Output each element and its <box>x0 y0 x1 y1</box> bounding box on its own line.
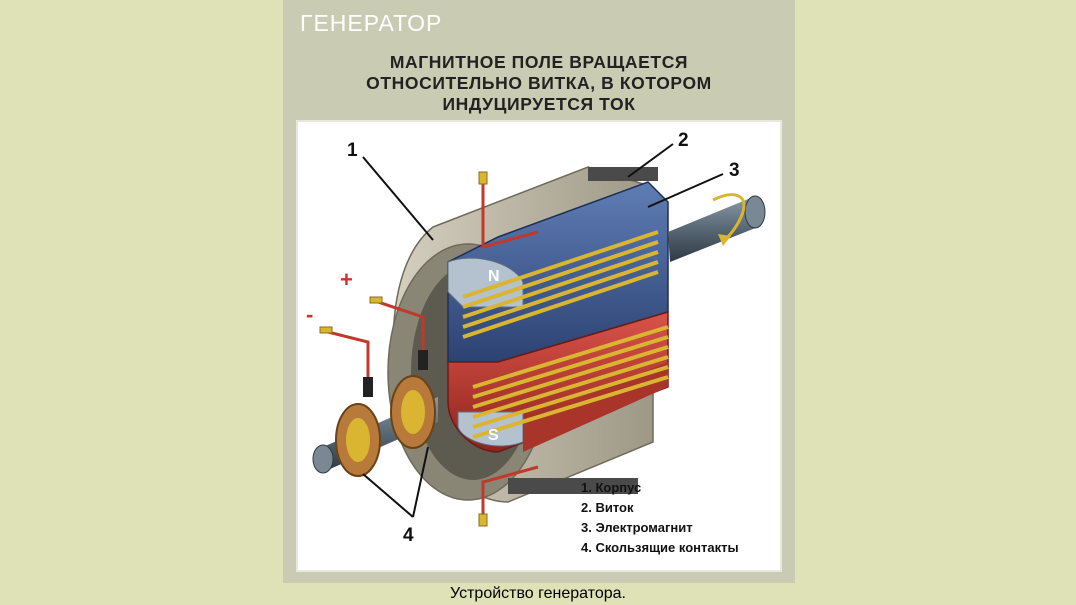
subtitle-line-3: ИНДУЦИРУЕТСЯ ТОК <box>442 94 636 114</box>
legend-item: 1. Корпус <box>581 480 642 495</box>
generator-panel: ГЕНЕРАТОР МАГНИТНОЕ ПОЛЕ ВРАЩАЕТСЯ ОТНОС… <box>283 0 795 583</box>
wire-terminals <box>319 171 488 527</box>
legend-item: 4. Скользящие контакты <box>581 540 739 555</box>
subtitle-line-2: ОТНОСИТЕЛЬНО ВИТКА, В КОТОРОМ <box>366 73 712 93</box>
wires <box>327 180 539 517</box>
subtitle-line-1: МАГНИТНОЕ ПОЛЕ ВРАЩАЕТСЯ <box>389 52 689 72</box>
callout-3: 3 <box>729 160 740 181</box>
callout-2: 2 <box>678 130 689 151</box>
callout-4: 4 <box>403 525 414 546</box>
slip-rings <box>335 350 436 477</box>
generator-diagram: 1 2 3 4 N S + - 1. Корпус 2. Виток 3. Эл… <box>296 120 782 572</box>
panel-subtitle: МАГНИТНОЕ ПОЛЕ ВРАЩАЕТСЯ ОТНОСИТЕЛЬНО ВИ… <box>283 52 795 115</box>
callout-1: 1 <box>347 140 358 161</box>
callout-leaders <box>362 143 724 518</box>
legend-item: 2. Виток <box>581 500 634 515</box>
legend-item: 3. Электромагнит <box>581 520 693 535</box>
terminal-minus-label: - <box>306 302 314 327</box>
generator-illustration <box>312 143 766 527</box>
winding-coils <box>462 230 669 439</box>
north-pole-label: N <box>488 268 500 285</box>
south-pole-label: S <box>488 427 499 444</box>
panel-title: ГЕНЕРАТОР <box>300 10 443 36</box>
terminal-plus-label: + <box>340 267 353 292</box>
figure-caption: Устройство генератора. <box>450 585 626 602</box>
diagram-legend: 1. Корпус 2. Виток 3. Электромагнит 4. С… <box>581 478 739 558</box>
